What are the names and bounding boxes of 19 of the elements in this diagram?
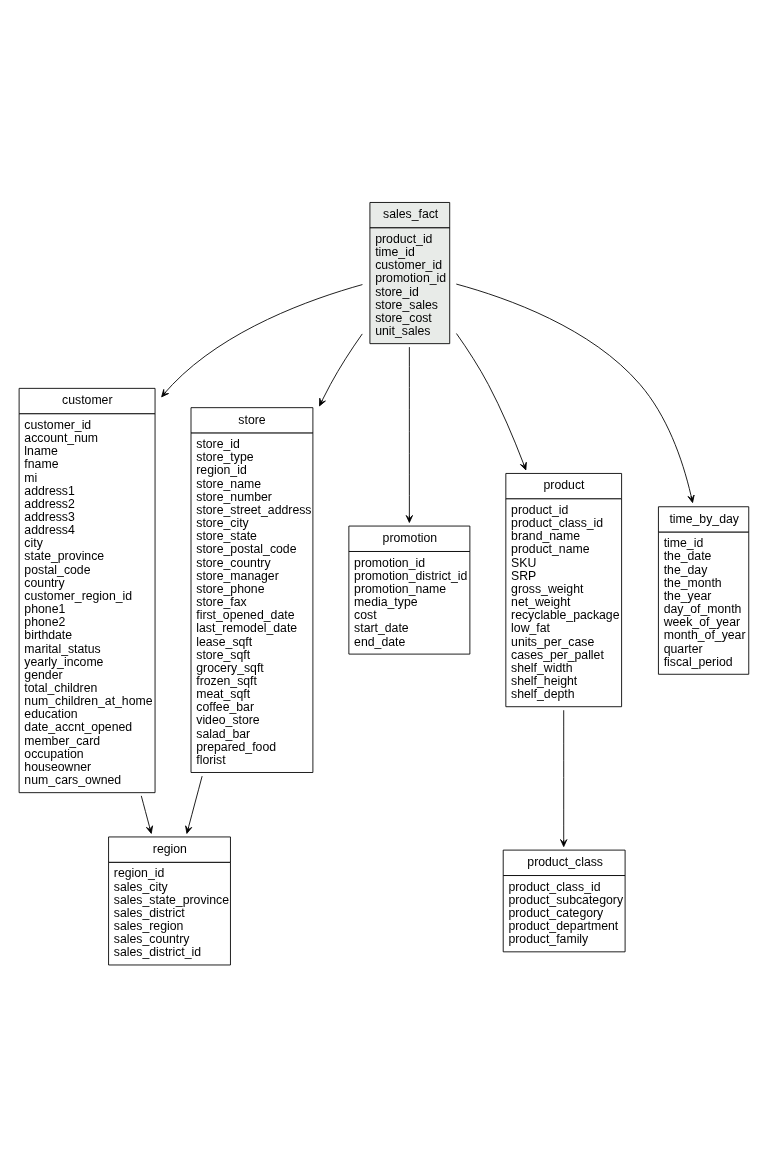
node-label: lease_sqft <box>196 634 253 648</box>
node-label: store_street_address <box>196 502 312 517</box>
node-label: store_country <box>196 555 271 570</box>
node-label: first_opened_date <box>196 607 295 622</box>
node-label: store_number <box>196 489 272 504</box>
node-label: store_id <box>196 436 240 451</box>
node-text: store <box>238 412 266 427</box>
node-label: store_name <box>196 476 262 491</box>
node-label: prepared_food <box>196 739 277 754</box>
node-label: frozen_sqft <box>196 673 257 688</box>
node-label: store_phone <box>196 581 265 596</box>
node-label: grocery_sqft <box>196 660 264 675</box>
node-label: video_store <box>196 712 260 727</box>
node-label: store_sqft <box>196 647 251 662</box>
node-label: florist <box>196 752 226 767</box>
node-label: store_postal_code <box>196 541 297 556</box>
node-label: store_city <box>196 515 249 530</box>
node-label: salad_bar <box>196 726 251 741</box>
node-label: store_type <box>196 449 254 464</box>
